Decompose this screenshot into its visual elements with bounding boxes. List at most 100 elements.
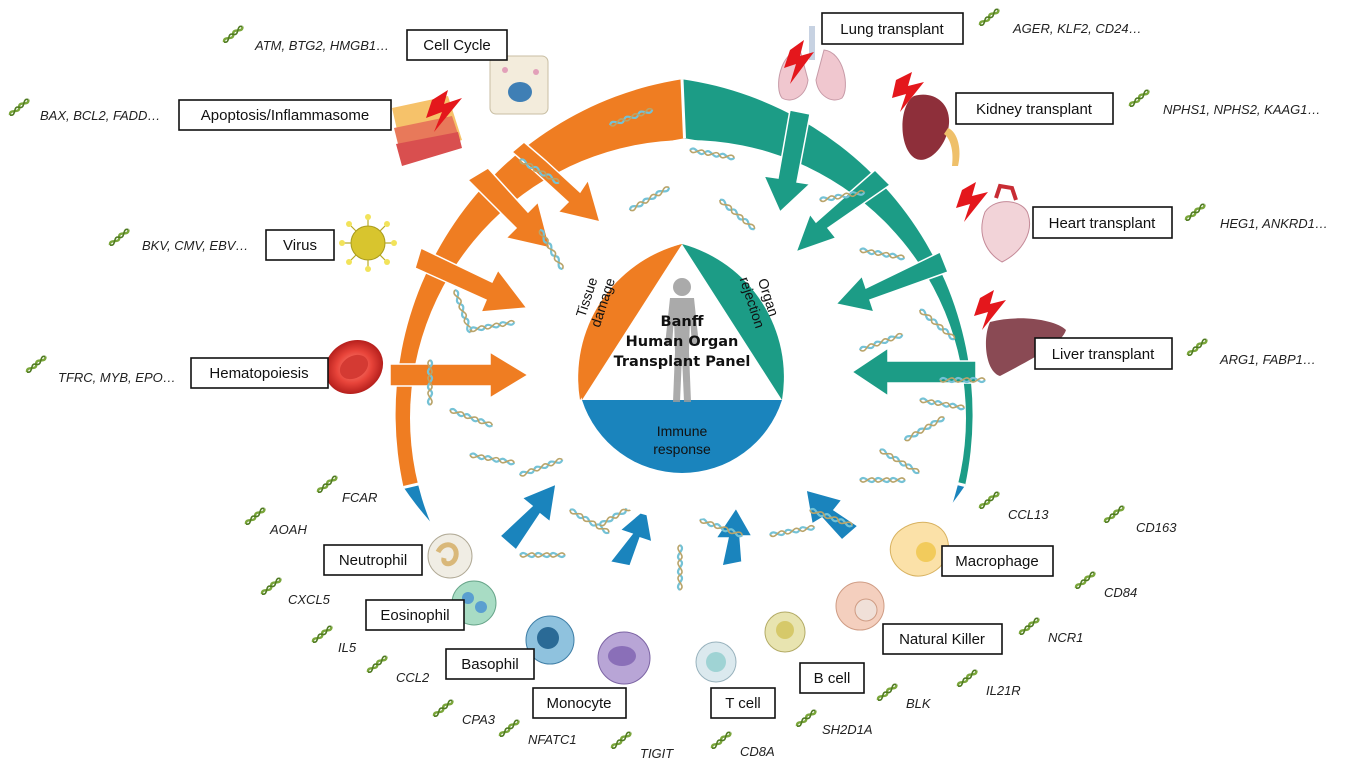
cell-icon xyxy=(489,55,549,115)
label-eosinophil: Eosinophil xyxy=(365,599,465,631)
dna-helix xyxy=(719,198,756,231)
dna-icon xyxy=(243,506,267,527)
heart-icon xyxy=(956,182,1030,263)
dna-helix xyxy=(676,544,684,591)
immune-label-line-2: response xyxy=(653,441,711,457)
label-monocyte: Monocyte xyxy=(532,687,627,719)
label-t-cell: T cell xyxy=(710,687,776,719)
t-cell-icon xyxy=(695,641,737,683)
lightning-icon xyxy=(426,90,462,132)
gene-il21r: IL21R xyxy=(986,683,1021,698)
label-kidney: Kidney transplant xyxy=(955,92,1114,125)
center-panel: Banff Human Organ Transplant Panel Tissu… xyxy=(544,244,820,520)
arrows xyxy=(389,109,977,567)
dna-helix xyxy=(519,551,566,559)
genes-liver: ARG1, FABP1… xyxy=(1219,352,1316,367)
dna-icon xyxy=(1127,88,1151,109)
svg-text:B cell: B cell xyxy=(814,670,851,687)
dna-icon xyxy=(1183,202,1207,223)
gene-cpa3: CPA3 xyxy=(462,712,496,727)
dna-icon xyxy=(955,668,979,689)
label-basophil: Basophil xyxy=(445,648,535,680)
svg-text:Macrophage: Macrophage xyxy=(955,553,1038,570)
dna-icon xyxy=(221,24,245,45)
dna-helix xyxy=(919,397,966,411)
gene-sh2d1a: SH2D1A xyxy=(822,722,873,737)
macrophage-icon xyxy=(889,521,949,577)
svg-text:Cell Cycle: Cell Cycle xyxy=(423,37,491,54)
dna-helix xyxy=(769,525,816,538)
center-tissue-sector xyxy=(580,244,682,400)
dna-helix xyxy=(699,517,744,538)
gene-fcar: FCAR xyxy=(342,490,377,505)
dna-helix xyxy=(518,457,564,477)
dna-helix xyxy=(903,416,946,442)
dna-helix xyxy=(919,308,956,341)
gene-aoah: AOAH xyxy=(269,522,307,537)
dna-icon xyxy=(1017,616,1041,637)
red-blood-cell-icon xyxy=(324,339,384,395)
genes-kidney: NPHS1, NPHS2, KAAG1… xyxy=(1163,102,1321,117)
dna-icon xyxy=(431,698,455,719)
human-silhouette-icon xyxy=(665,278,699,402)
arrow-immune-3 xyxy=(714,506,754,567)
arrow-hematopoiesis xyxy=(389,350,530,400)
genes-hematopoiesis: TFRC, MYB, EPO… xyxy=(58,370,176,385)
svg-text:Kidney transplant: Kidney transplant xyxy=(976,101,1093,118)
svg-text:Lung transplant: Lung transplant xyxy=(840,21,944,38)
dna-helix xyxy=(569,508,610,535)
dna-helix xyxy=(858,332,904,352)
label-liver: Liver transplant xyxy=(1034,337,1173,370)
dna-icon xyxy=(977,7,1001,28)
label-macrophage: Macrophage xyxy=(941,545,1054,577)
dna-helix xyxy=(449,407,494,428)
genes-apoptosis: BAX, BCL2, FADD… xyxy=(40,108,160,123)
dna-icon xyxy=(1073,570,1097,591)
arrow-immune-1 xyxy=(498,482,557,552)
dna-icon xyxy=(1102,504,1126,525)
dna-icon xyxy=(365,654,389,675)
center-title-line-1: Banff xyxy=(661,314,704,330)
gene-cd8a: CD8A xyxy=(740,744,775,759)
lung-icon xyxy=(778,26,846,101)
gene-ccl13: CCL13 xyxy=(1008,507,1049,522)
arrow-liver xyxy=(850,346,977,398)
dna-icon xyxy=(315,474,339,495)
dna-helix xyxy=(689,147,736,161)
svg-text:T cell: T cell xyxy=(725,695,761,712)
gene-lists: ATM, BTG2, HMGB1… BAX, BCL2, FADD… BKV, … xyxy=(40,21,1328,385)
dna-icon xyxy=(1185,337,1209,358)
dna-helix xyxy=(538,228,564,271)
gene-ccl2: CCL2 xyxy=(396,670,430,685)
svg-text:Neutrophil: Neutrophil xyxy=(339,552,407,569)
dna-helix xyxy=(819,190,866,203)
label-neutrophil: Neutrophil xyxy=(323,544,423,576)
svg-text:Natural Killer: Natural Killer xyxy=(899,631,985,648)
gene-nfatc1: NFATC1 xyxy=(528,732,577,747)
dna-icon xyxy=(609,730,633,751)
label-b-cell: B cell xyxy=(799,662,865,694)
label-virus: Virus xyxy=(265,229,335,261)
gene-blk: BLK xyxy=(906,696,932,711)
svg-text:Basophil: Basophil xyxy=(461,656,519,673)
arrow-heart xyxy=(834,250,949,314)
liver-icon xyxy=(974,290,1066,376)
dna-icon xyxy=(107,227,131,248)
arrow-immune-2 xyxy=(608,506,653,567)
dna-helix xyxy=(879,448,920,475)
genes-virus: BKV, CMV, EBV… xyxy=(142,238,248,253)
genes-lung: AGER, KLF2, CD24… xyxy=(1012,21,1142,36)
dna-helix xyxy=(469,320,516,333)
genes-cell-cycle: ATM, BTG2, HMGB1… xyxy=(254,38,389,53)
label-heart: Heart transplant xyxy=(1032,206,1173,239)
gene-il5: IL5 xyxy=(338,640,357,655)
genes-heart: HEG1, ANKRD1… xyxy=(1220,216,1328,231)
dna-helix-decorations xyxy=(426,107,986,591)
svg-text:Heart transplant: Heart transplant xyxy=(1049,215,1157,232)
center-title-line-3: Transplant Panel xyxy=(614,354,751,370)
svg-text:Hematopoiesis: Hematopoiesis xyxy=(209,365,308,382)
dna-helix xyxy=(939,376,986,384)
dna-icon xyxy=(310,624,334,645)
dna-helix xyxy=(809,507,854,528)
